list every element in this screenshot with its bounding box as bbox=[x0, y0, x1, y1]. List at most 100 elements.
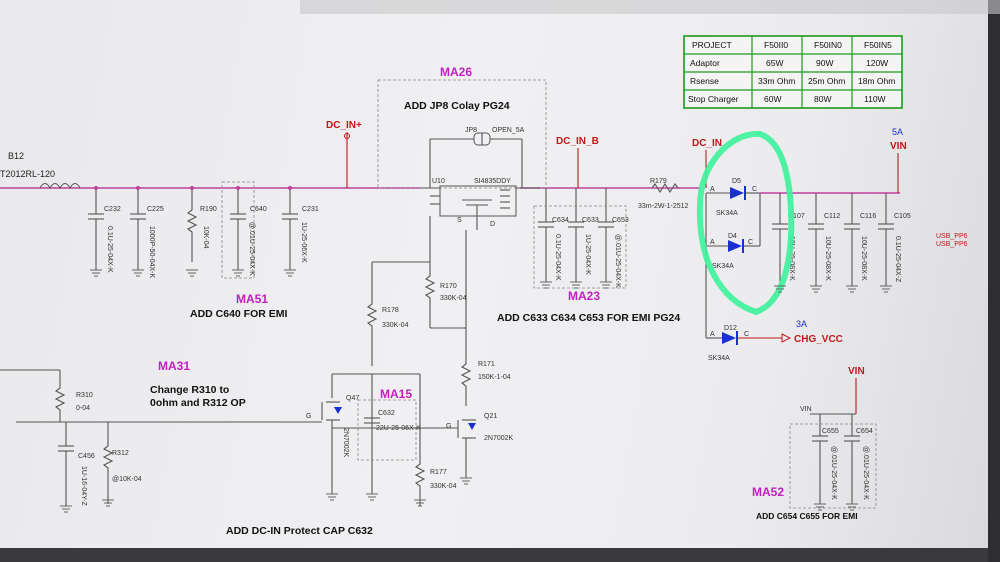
table-cell: Rsense bbox=[690, 76, 719, 86]
table-cell: Adaptor bbox=[690, 58, 720, 68]
monitor-bezel-right bbox=[988, 0, 1000, 562]
highlight-circle bbox=[696, 130, 795, 316]
part-ref: C231 bbox=[302, 206, 319, 213]
part-ref: C654 bbox=[856, 428, 873, 435]
pin-label: C bbox=[752, 186, 757, 193]
net-dc-in: DC_IN bbox=[692, 138, 722, 149]
part-ref: C232 bbox=[104, 206, 121, 213]
spec-table: PROJECT F50II0 F50IN0 F50IN5 Adaptor 65W… bbox=[683, 35, 903, 109]
d5-diode bbox=[706, 186, 760, 200]
part-ref: Q47 bbox=[346, 395, 359, 402]
part-value: 0.1U-25-04X-K bbox=[554, 234, 561, 281]
table-cell: 120W bbox=[866, 58, 888, 68]
part-ref: C632 bbox=[378, 410, 395, 417]
vin-current: 5A bbox=[892, 127, 903, 137]
chg-current: 3A bbox=[796, 319, 807, 329]
pin-label: A bbox=[710, 331, 715, 338]
ground-symbols bbox=[60, 269, 892, 513]
part-ref: R171 bbox=[478, 361, 495, 368]
table-cell: 90W bbox=[816, 58, 833, 68]
table-header-cell: F50IN0 bbox=[814, 40, 842, 50]
table-cell: Stop Charger bbox=[688, 94, 739, 104]
part-ref: C456 bbox=[78, 453, 95, 460]
d4-diode bbox=[705, 193, 761, 253]
part-ref: JP8 bbox=[465, 127, 477, 134]
part-ref: R178 bbox=[382, 307, 399, 314]
part-value: 330K-04 bbox=[382, 322, 409, 329]
table-header-cell: PROJECT bbox=[692, 40, 732, 50]
note-c632: ADD DC-IN Protect CAP C632 bbox=[226, 525, 373, 537]
vin-output-caps bbox=[772, 193, 894, 286]
part-value: 10U-25-08X-K bbox=[824, 236, 831, 281]
marker-ma31: MA31 bbox=[158, 359, 190, 373]
part-value: @.01U-25-04X-K bbox=[862, 446, 869, 500]
part-value: SI4835DDY bbox=[474, 178, 511, 185]
part-value: 2N7002K bbox=[484, 435, 514, 442]
part-value: 330K-04 bbox=[430, 483, 457, 490]
part-value: @.01U-25-04X-K bbox=[830, 446, 837, 500]
part-ref: C655 bbox=[822, 428, 839, 435]
table-cell: 25m Ohm bbox=[808, 76, 845, 86]
table-cell: 110W bbox=[864, 94, 886, 104]
note-c640: ADD C640 FOR EMI bbox=[190, 308, 288, 320]
marker-ma15: MA15 bbox=[380, 387, 412, 401]
monitor-top-glare bbox=[300, 0, 1000, 14]
part-ref: C634 bbox=[552, 217, 569, 224]
note-jp8: ADD JP8 Colay PG24 bbox=[404, 100, 510, 112]
net-usb-pp6: USB_PP6 bbox=[936, 233, 968, 240]
table-cell: 60W bbox=[764, 94, 781, 104]
part-value: @.01U-25-04X-K bbox=[248, 222, 255, 276]
u10-mosfet bbox=[420, 185, 540, 230]
part-value: 10U-25-08X-K bbox=[860, 236, 867, 281]
part-ref: R190 bbox=[200, 206, 217, 213]
part-value: 33m-2W-1-2512 bbox=[638, 203, 689, 210]
part-ref: C116 bbox=[860, 213, 876, 220]
part-value: 1U-16-04Y-Z bbox=[80, 466, 87, 507]
pin-label: C bbox=[748, 239, 753, 246]
pin-label: D bbox=[490, 221, 495, 228]
part-ref: R179 bbox=[650, 178, 667, 185]
net-dc-in-plus: DC_IN+ bbox=[326, 120, 362, 131]
part-value: SK34A bbox=[716, 210, 738, 217]
part-value: SK34A bbox=[712, 263, 734, 270]
part-ref: D5 bbox=[732, 178, 741, 185]
vin-emi-caps bbox=[789, 378, 877, 509]
table-header-cell: F50II0 bbox=[764, 40, 788, 50]
part-ref: R310 bbox=[76, 392, 93, 399]
sense-resistor bbox=[651, 182, 679, 194]
jp8-region bbox=[377, 79, 547, 189]
pin-label: G bbox=[446, 423, 451, 430]
marker-ma26: MA26 bbox=[440, 65, 472, 79]
part-value: 1U-25-06X-K bbox=[300, 222, 307, 263]
part-ref: R177 bbox=[430, 469, 447, 476]
part-ref: D12 bbox=[724, 325, 737, 332]
table-cell: 65W bbox=[766, 58, 783, 68]
note-c633: ADD C633 C634 C653 FOR EMI PG24 bbox=[497, 312, 680, 324]
net-chg-vcc: CHG_VCC bbox=[794, 334, 843, 345]
part-value: T2012RL-120 bbox=[0, 169, 55, 179]
note-c654: ADD C654 C655 FOR EMI bbox=[756, 511, 858, 521]
part-ref: C225 bbox=[147, 206, 164, 213]
part-value: OPEN_5A bbox=[492, 127, 525, 134]
part-value: 330K-04 bbox=[440, 295, 467, 302]
note-r310-line1: Change R310 to bbox=[150, 384, 229, 396]
marker-ma23: MA23 bbox=[568, 289, 600, 303]
part-ref: C107 bbox=[788, 213, 805, 220]
monitor-bezel-bottom bbox=[0, 548, 1000, 562]
pin-label: A bbox=[710, 239, 715, 246]
part-value: 0-04 bbox=[76, 405, 90, 412]
part-ref: R312 bbox=[112, 450, 129, 457]
part-ref: C653 bbox=[612, 217, 629, 224]
note-r310-line2: 0ohm and R312 OP bbox=[150, 397, 246, 409]
part-value: 0.1U-25-04X-Z bbox=[894, 236, 901, 283]
marker-ma52: MA52 bbox=[752, 485, 784, 499]
marker-ma51: MA51 bbox=[236, 292, 268, 306]
net-vin-small: VIN bbox=[800, 406, 812, 413]
table-cell: 33m Ohm bbox=[758, 76, 795, 86]
pin-label: A bbox=[710, 186, 715, 193]
part-value: 2N7002K bbox=[342, 428, 349, 458]
part-ref: C633 bbox=[582, 217, 599, 224]
part-value: @10K-04 bbox=[112, 476, 142, 483]
